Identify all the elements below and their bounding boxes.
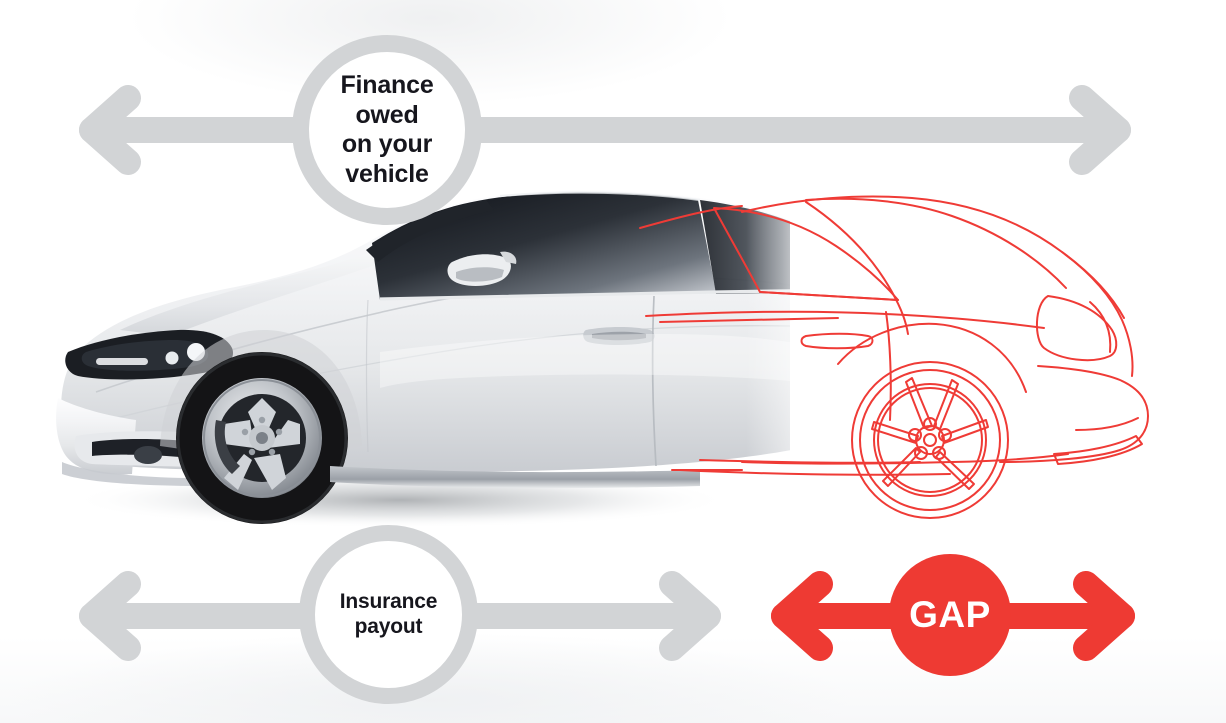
wireframe-rocker-inner xyxy=(699,459,921,464)
wireframe-beltline xyxy=(645,310,1045,329)
car-front-splitter xyxy=(62,462,200,486)
car-front-wheel-arch xyxy=(160,330,362,452)
wireframe-tail-light xyxy=(1035,295,1118,362)
finance-arrow-left-head xyxy=(79,85,141,175)
car-wireframe-rear-half xyxy=(639,195,1149,519)
wireframe-front-overlap-beltline xyxy=(659,317,839,323)
finance-owed-label-node: Finance owed on your vehicle xyxy=(292,35,482,225)
finance-owed-span-arrow xyxy=(70,82,1140,178)
car-brake-caliper xyxy=(214,420,240,474)
finance-arrow-right-head xyxy=(1069,85,1131,175)
wireframe-bumper-crease xyxy=(1075,417,1139,431)
wireframe-wheel-bolts xyxy=(908,417,952,460)
wireframe-rear-quarter-window xyxy=(713,207,899,301)
finance-owed-label: Finance owed on your vehicle xyxy=(340,71,434,188)
photo-to-wireframe-fade xyxy=(560,150,860,570)
wireframe-roof-inner xyxy=(805,197,1067,289)
car-wing-mirror xyxy=(447,251,517,286)
payout-arrow-right-head xyxy=(659,571,721,661)
wireframe-rear-bumper xyxy=(999,365,1149,463)
wireframe-tail-light-inner xyxy=(1089,301,1112,353)
wireframe-diffuser xyxy=(1053,435,1143,465)
payout-arrow-left-head xyxy=(79,571,141,661)
wireframe-quarter-glass-lower xyxy=(759,291,899,301)
wireframe-rear-door-handle xyxy=(800,332,874,350)
car-front-door-shutline xyxy=(365,299,369,453)
gap-arrow-right-head xyxy=(1073,571,1135,661)
gap-label: GAP xyxy=(909,594,991,636)
wireframe-front-overlap-glass xyxy=(639,205,743,229)
car-front-wheel xyxy=(176,352,348,524)
insurance-payout-label-node: Insurance payout xyxy=(299,525,478,704)
wireframe-boot-lid xyxy=(1061,251,1134,377)
car-a-pillar xyxy=(366,200,494,262)
wireframe-rear-wheel xyxy=(851,361,1009,519)
insurance-payout-label: Insurance payout xyxy=(339,589,438,638)
wireframe-rocker xyxy=(679,469,951,476)
gap-arrow-left-head xyxy=(771,571,833,661)
wireframe-c-pillar xyxy=(805,201,909,335)
car-wheel-bolts xyxy=(241,416,283,456)
car-wheel-spokes xyxy=(224,398,300,490)
wireframe-lower-body-line xyxy=(741,453,1069,465)
gap-label-node: GAP xyxy=(889,554,1011,676)
wireframe-rear-arch xyxy=(837,322,1027,393)
